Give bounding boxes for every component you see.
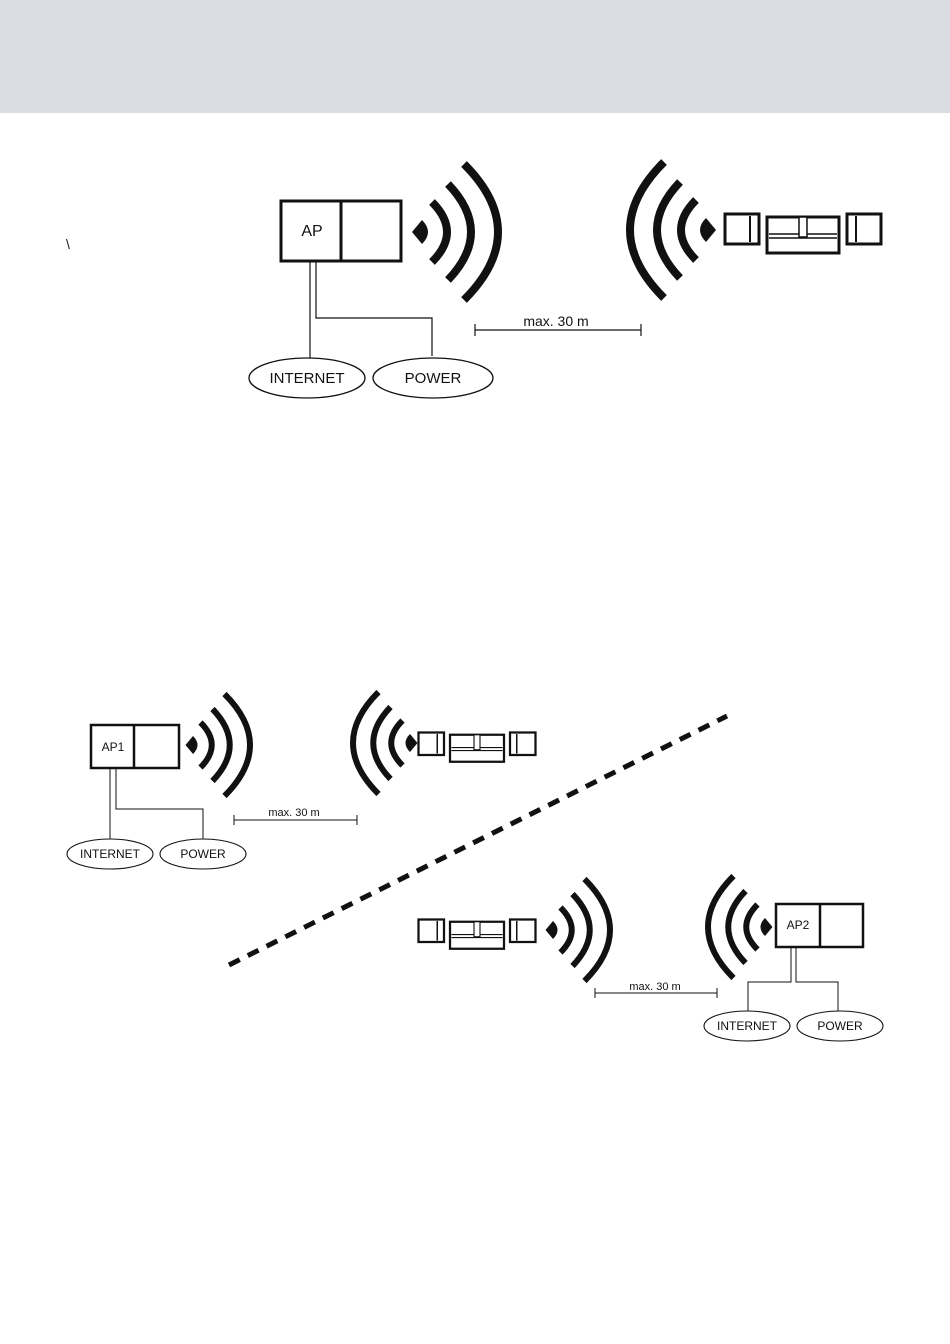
top-diagram: AP INTERNET POWER max. 30 m bbox=[249, 162, 881, 398]
ap1-range-label: max. 30 m bbox=[268, 807, 319, 819]
ap2-signal-icon bbox=[708, 876, 773, 978]
lock1-signal-icon bbox=[353, 692, 418, 794]
lock-signal-icon bbox=[630, 162, 716, 298]
ap-signal-icon bbox=[412, 164, 498, 300]
ap2-internet-label: INTERNET bbox=[717, 1019, 778, 1033]
power-label: POWER bbox=[405, 370, 462, 387]
ap1-power-label: POWER bbox=[180, 847, 226, 861]
lock2-signal-icon bbox=[546, 879, 611, 981]
lock-cylinder-icon bbox=[725, 214, 881, 253]
ap2-cables bbox=[748, 948, 838, 1012]
lock2-cylinder-icon bbox=[419, 920, 536, 949]
ap-cables bbox=[310, 262, 432, 366]
ap2-power-label: POWER bbox=[817, 1019, 863, 1033]
ap1-cables bbox=[110, 769, 203, 842]
ap-label: AP bbox=[301, 223, 322, 240]
lock1-cylinder-icon bbox=[419, 733, 536, 762]
ap2-range-label: max. 30 m bbox=[629, 981, 680, 993]
internet-label: INTERNET bbox=[270, 370, 345, 387]
ap1-internet-label: INTERNET bbox=[80, 847, 141, 861]
range-label: max. 30 m bbox=[523, 313, 588, 329]
ap2-label: AP2 bbox=[787, 918, 810, 932]
ap1-signal-icon bbox=[186, 694, 251, 796]
ap1-label: AP1 bbox=[102, 740, 125, 754]
bottom-diagram: AP1 INTERNET POWER max. 30 m max. 30 m bbox=[67, 692, 883, 1041]
